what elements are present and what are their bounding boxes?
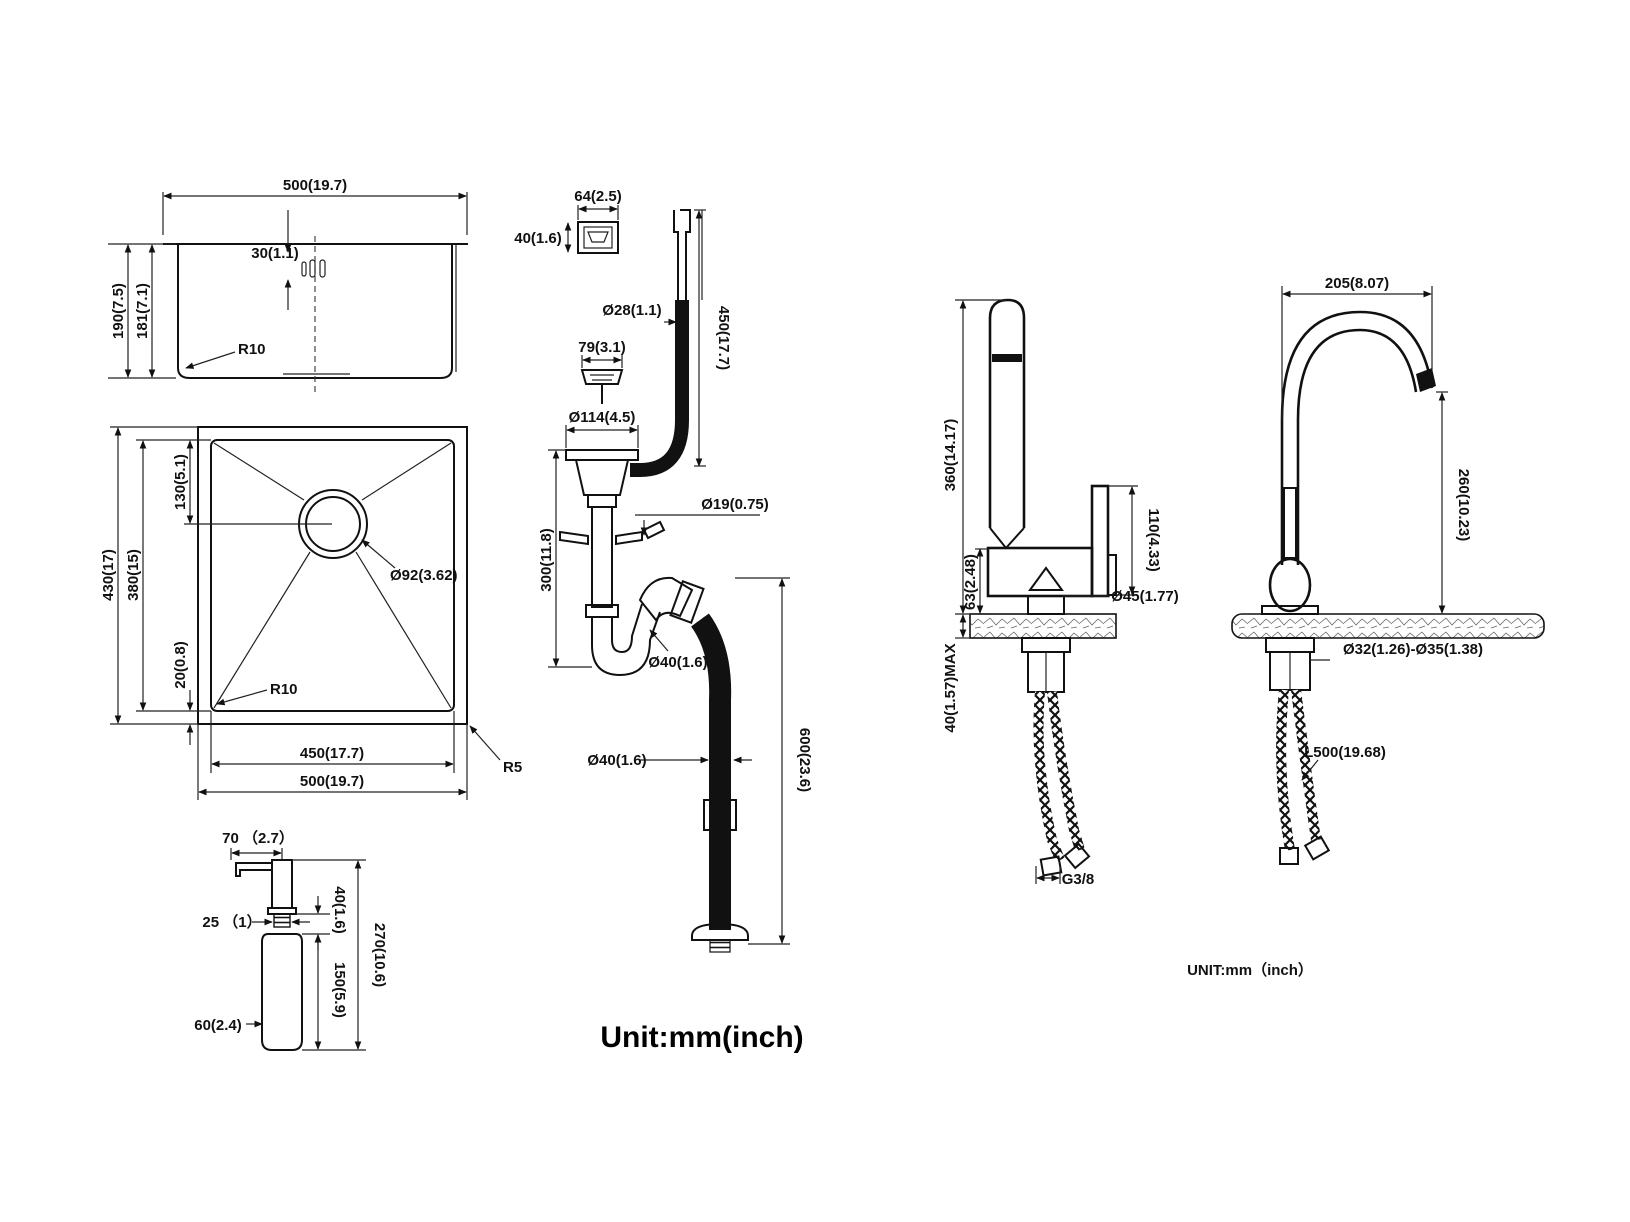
drain-pipe-diameter-label: Ø40(1.6) <box>648 654 707 671</box>
faucet-height-label: 360(14.17) <box>942 419 959 492</box>
faucet-reach-label: 205(8.07) <box>1325 275 1389 292</box>
sink-drain-diameter-label: Ø92(3.62) <box>390 567 458 584</box>
sink-inner-width-label: 450(17.7) <box>300 745 364 762</box>
drain-outlet-length-label: 600(23.6) <box>796 728 813 792</box>
faucet-right: L500(19.68) 205(8.07) 260(10.23) Ø32(1.2… <box>1231 275 1545 865</box>
sink-outer-width-label: 500(19.7) <box>300 773 364 790</box>
faucet-hose-length-label: L500(19.68) <box>1304 744 1386 761</box>
sink-side-view: 500(19.7) 30(1.1) 190(7.5) 181(7.1) R10 <box>108 177 468 392</box>
faucet-hole-diameter-label: Ø32(1.26)-Ø35(1.38) <box>1343 641 1483 658</box>
faucet-left: G3/8 360(14.17) 63(2.48) 40(1.57)MAX 110… <box>942 298 1179 888</box>
drain-basket-label: 79(3.1) <box>578 339 626 356</box>
sink-outer-radius-label: R5 <box>503 759 522 776</box>
soap-dispenser: 70 （2.7） 25 （1） 40(1.6) 150(5.9) 270(10.… <box>194 829 388 1051</box>
faucet-handle-height-label: 110(4.33) <box>1145 508 1162 571</box>
sink-drain-from-top-label: 130(5.1) <box>172 454 189 510</box>
drain-trap-height-label: 300(11.8) <box>538 528 555 591</box>
dispenser-total-label: 270(10.6) <box>371 923 388 987</box>
drain-overflow-width-label: 64(2.5) <box>574 188 622 205</box>
dispenser-neck-label: 40(1.6) <box>331 886 348 934</box>
sink-drain-offset-label: 30(1.1) <box>251 245 299 262</box>
sink-side-width-label: 500(19.7) <box>283 177 347 194</box>
dispenser-bottle-label: 150(5.9) <box>331 962 348 1018</box>
sink-top-view: Ø92(3.62) 430(17) 380(15) 130(5.1) 20(0.… <box>100 426 522 800</box>
drain-flange-label: Ø114(4.5) <box>569 409 636 426</box>
unit-label-left: Unit:mm(inch) <box>600 1021 803 1054</box>
faucet-thread-label: G3/8 <box>1062 871 1095 888</box>
drain-overflow-height-label: 40(1.6) <box>514 230 562 247</box>
drain-hose-length-label: 450(17.7) <box>715 306 732 370</box>
sink-depth-inner-label: 380(15) <box>125 549 142 601</box>
dispenser-spout-label: 70 （2.7） <box>222 829 294 847</box>
sink-height-inner-label: 181(7.1) <box>134 283 151 339</box>
sink-side-radius-label: R10 <box>238 341 266 358</box>
drain-kit: 64(2.5) 40(1.6) 450(17.7) Ø28(1.1) 79(3.… <box>514 188 813 953</box>
dispenser-collar-label: 25 （1） <box>202 913 261 931</box>
drain-outlet-diameter-label: Ø40(1.6) <box>587 752 646 769</box>
faucet-spout-height-label: 260(10.23) <box>1455 469 1472 542</box>
sink-top-radius-label: R10 <box>270 681 298 698</box>
unit-label-right: UNIT:mm（inch） <box>1187 961 1313 979</box>
drain-hose-diameter-label: Ø28(1.1) <box>602 302 661 319</box>
sink-depth-outer-label: 430(17) <box>100 549 117 601</box>
faucet-counter-max-label: 40(1.57)MAX <box>942 643 959 732</box>
faucet-base-diameter-label: Ø45(1.77) <box>1111 588 1179 605</box>
sink-height-total-label: 190(7.5) <box>110 283 127 339</box>
faucet-base-height-label: 63(2.48) <box>962 554 979 610</box>
drain-tap-label: Ø19(0.75) <box>701 496 769 513</box>
dispenser-diameter-label: 60(2.4) <box>194 1017 242 1034</box>
sink-rim-label: 20(0.8) <box>172 641 189 689</box>
